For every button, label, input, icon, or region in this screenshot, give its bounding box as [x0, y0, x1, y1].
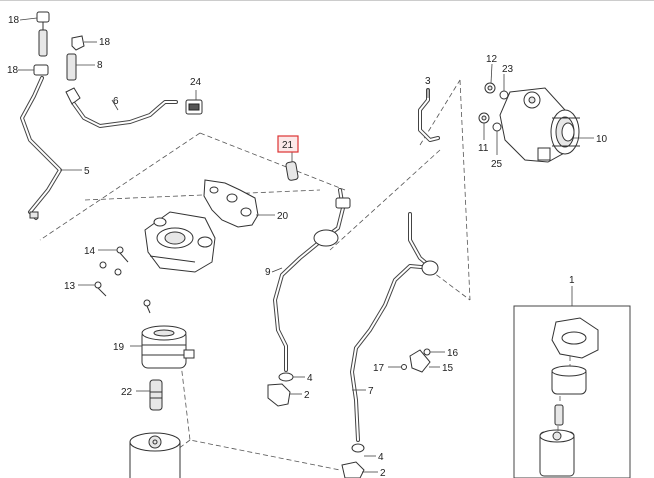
part-18-fitting-top[interactable]	[36, 11, 50, 57]
part-6-hose[interactable]	[65, 87, 178, 128]
mount-bolt[interactable]	[143, 299, 151, 314]
callout-17[interactable]: 17	[373, 363, 385, 374]
part-4-fitting-lower[interactable]	[351, 443, 365, 453]
part-2-elbow-upper[interactable]	[267, 383, 291, 407]
callout-16[interactable]: 16	[447, 348, 459, 359]
callout-20[interactable]: 20	[277, 211, 289, 222]
callout-2[interactable]: 2	[304, 390, 310, 401]
callout-4[interactable]: 4	[307, 373, 313, 384]
callout-18[interactable]: 18	[8, 15, 20, 26]
pump-assembly[interactable]	[499, 87, 580, 163]
leader-lines	[18, 17, 594, 473]
part-18-clamp-low[interactable]	[33, 64, 49, 76]
callout-2[interactable]: 2	[380, 468, 386, 478]
assembly-outline	[39, 79, 471, 471]
part-13-bolts[interactable]	[94, 268, 122, 297]
part-17-washer[interactable]	[401, 364, 407, 370]
callout-1[interactable]: 1	[569, 275, 575, 286]
callout-9[interactable]: 9	[265, 267, 271, 278]
part-7-line[interactable]	[350, 212, 439, 442]
part-20-gasket[interactable]	[203, 179, 259, 228]
part-3-hose[interactable]	[418, 88, 440, 142]
callout-23[interactable]: 23	[502, 64, 514, 75]
callout-6[interactable]: 6	[113, 96, 119, 107]
callout-5[interactable]: 5	[84, 166, 90, 177]
part-1-inset-box[interactable]	[513, 305, 631, 478]
callout-25[interactable]: 25	[491, 159, 503, 170]
callout-21[interactable]: 21	[282, 140, 294, 151]
callout-labels: 18 18 8 18 6 24 5 20 21 9 14 13 19 22 4 …	[7, 15, 608, 478]
part-11-nut[interactable]	[478, 112, 490, 124]
part-22-stud[interactable]	[149, 379, 163, 411]
part-15-valve[interactable]	[409, 349, 431, 373]
part-24-connector[interactable]	[185, 99, 203, 115]
part-23-ring[interactable]	[499, 90, 509, 100]
part-2-elbow-lower[interactable]	[341, 461, 365, 478]
part-16-plug[interactable]	[423, 348, 431, 356]
part-18-clamp-mid[interactable]	[66, 35, 85, 81]
callout-14[interactable]: 14	[84, 246, 96, 257]
callout-18[interactable]: 18	[7, 65, 19, 76]
callout-15[interactable]: 15	[442, 363, 454, 374]
callout-8[interactable]: 8	[97, 60, 103, 71]
part-14-bolts[interactable]	[99, 246, 129, 269]
callout-12[interactable]: 12	[486, 54, 498, 65]
oil-filter-canister[interactable]	[129, 432, 181, 478]
part-19-cooler[interactable]	[141, 325, 195, 369]
callout-11[interactable]: 11	[478, 143, 489, 154]
filter-head[interactable]	[144, 211, 216, 273]
part-21-sleeve[interactable]	[285, 161, 299, 181]
callout-10[interactable]: 10	[596, 134, 608, 145]
callout-24[interactable]: 24	[190, 77, 202, 88]
callout-4[interactable]: 4	[378, 452, 384, 463]
callout-13[interactable]: 13	[64, 281, 76, 292]
part-12-nut[interactable]	[484, 82, 496, 94]
callout-3[interactable]: 3	[425, 76, 431, 87]
callout-22[interactable]: 22	[121, 387, 133, 398]
part-9-line[interactable]	[273, 188, 351, 372]
part-5-tube[interactable]	[20, 76, 62, 220]
callout-19[interactable]: 19	[113, 342, 125, 353]
part-25-ring[interactable]	[492, 122, 502, 132]
callout-18[interactable]: 18	[99, 37, 111, 48]
part-4-fitting-upper[interactable]	[278, 372, 294, 382]
callout-7[interactable]: 7	[368, 386, 374, 397]
callout-21-highlight	[277, 135, 299, 153]
